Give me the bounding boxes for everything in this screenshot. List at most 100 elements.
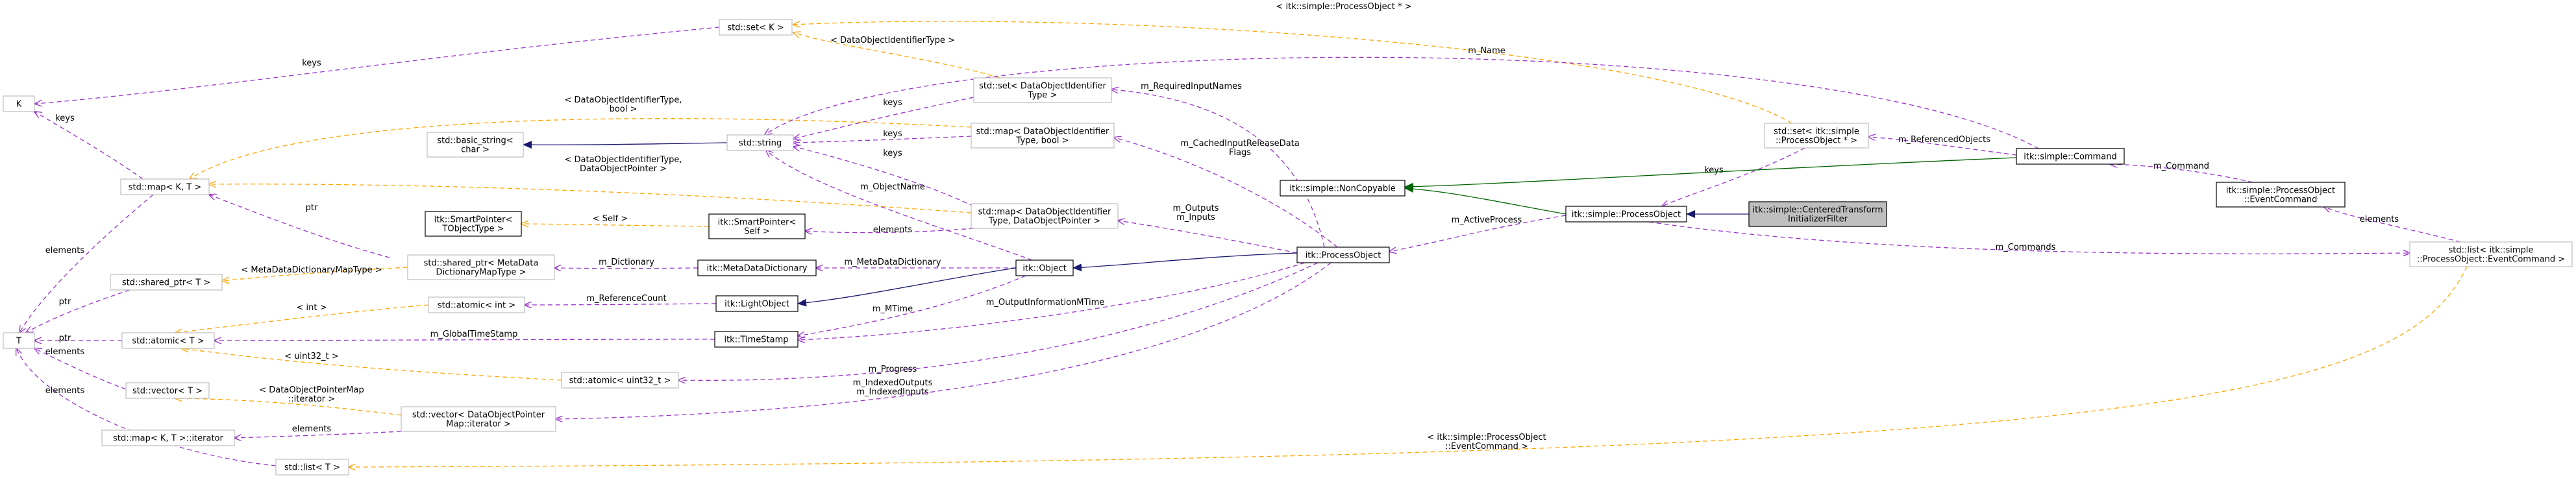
node-box bbox=[1296, 247, 1390, 263]
edge-e-map-dop-keys: keys bbox=[793, 147, 974, 207]
edge-e-t-ptr2: ptr bbox=[34, 333, 122, 343]
edge-line bbox=[765, 56, 2039, 149]
node-label: std::atomic< uint32_t > bbox=[569, 376, 671, 386]
edge-label: m_ActiveProcess bbox=[1452, 215, 1522, 225]
edge-line bbox=[1648, 221, 2410, 254]
node-box bbox=[715, 295, 799, 312]
node-label: itk::simple::ProcessObject bbox=[2226, 186, 2335, 196]
node-map-doit-dop: std::map< DataObjectIdentifierType, Data… bbox=[971, 203, 1119, 229]
node-sp-tobj[interactable]: itk::SmartPointer<TObjectType > bbox=[425, 211, 522, 237]
edge-label: m_Outputs bbox=[1172, 204, 1219, 213]
edge-e-globalts: m_GlobalTimeStamp bbox=[214, 330, 715, 341]
node-box bbox=[2409, 241, 2573, 267]
edge-label: m_Name bbox=[1468, 46, 1505, 56]
node-box bbox=[427, 132, 524, 158]
edge-line bbox=[1111, 90, 1325, 248]
edge-line bbox=[798, 275, 1026, 336]
edge-e-u32: < uint32_t > bbox=[182, 348, 562, 381]
node-label: InitializerFilter bbox=[1788, 215, 1848, 224]
node-box bbox=[1280, 180, 1406, 197]
edge-e-commands: m_Commands bbox=[1648, 221, 2410, 254]
node-object[interactable]: itk::Object bbox=[1015, 259, 1074, 276]
node-noncopyable[interactable]: itk::simple::NonCopyable bbox=[1280, 180, 1406, 197]
node-vector-t: std::vector< T > bbox=[125, 382, 210, 399]
node-label: Type, bool > bbox=[1016, 136, 1069, 146]
edge-label: m_GlobalTimeStamp bbox=[430, 330, 518, 339]
node-label: std::set< DataObjectIdentifier bbox=[979, 82, 1106, 91]
node-label: itk::simple::Command bbox=[2024, 152, 2116, 162]
node-process-object[interactable]: itk::ProcessObject bbox=[1296, 247, 1390, 263]
edge-line bbox=[35, 27, 720, 104]
edge-line bbox=[793, 147, 974, 207]
edge-e-progress: m_Progress bbox=[678, 262, 1319, 380]
node-label: itk::simple::CenteredTransform bbox=[1752, 206, 1883, 215]
node-label: std::basic_string< bbox=[437, 136, 513, 146]
node-label: std::set< itk::simple bbox=[1774, 127, 1859, 137]
node-label: T bbox=[16, 337, 21, 346]
node-box bbox=[401, 406, 556, 432]
node-atomic-int: std::atomic< int > bbox=[428, 296, 525, 313]
edge-label: DataObjectPointer > bbox=[580, 164, 667, 174]
node-label: ::ProcessObject::EventCommand > bbox=[2417, 255, 2565, 265]
edge-label: elements bbox=[45, 246, 85, 256]
edge-label: m_Progress bbox=[869, 365, 917, 374]
edge-label: < MetaDataDictionaryMapType > bbox=[241, 265, 382, 275]
node-event-command[interactable]: itk::simple::ProcessObject::EventCommand bbox=[2216, 182, 2346, 208]
edge-inh-po-simple bbox=[1404, 185, 1567, 215]
node-label: std::string bbox=[739, 139, 782, 149]
edge-e-t-elements-2: elements bbox=[34, 347, 127, 390]
node-centered[interactable]: itk::simple::CenteredTransformInitialize… bbox=[1748, 201, 1887, 227]
node-label: std::atomic< T > bbox=[132, 337, 204, 346]
edge-line bbox=[175, 304, 429, 333]
node-label: itk::TimeStamp bbox=[724, 335, 788, 345]
node-timestamp[interactable]: itk::TimeStamp bbox=[714, 331, 799, 348]
edge-e-keys-po: keys bbox=[1662, 147, 1805, 206]
edge-line bbox=[678, 262, 1319, 380]
node-label: std::vector< DataObjectPointer bbox=[412, 411, 545, 420]
edge-label: < itk::simple::ProcessObject bbox=[1427, 433, 1546, 442]
edge-label: m_MTime bbox=[873, 304, 913, 314]
node-sp-self[interactable]: itk::SmartPointer<Self > bbox=[708, 213, 806, 239]
node-box bbox=[708, 213, 806, 239]
node-metadata-dict[interactable]: itk::MetaDataDictionary bbox=[697, 259, 817, 276]
edge-line bbox=[349, 266, 2468, 467]
node-box bbox=[275, 459, 349, 476]
node-box bbox=[425, 211, 522, 237]
edge-e-set-doit-keys: keys bbox=[793, 97, 974, 139]
edge-line bbox=[1114, 138, 1338, 248]
edge-e-shared-md-tpl: < MetaDataDictionaryMapType > bbox=[222, 265, 408, 281]
edge-label: elements bbox=[45, 386, 85, 396]
node-label: itk::LightObject bbox=[724, 300, 789, 309]
edge-e-sp-self: < Self > bbox=[521, 214, 710, 226]
edge-label: < uint32_t > bbox=[284, 352, 338, 361]
edge-label: < DataObjectIdentifierType > bbox=[830, 36, 955, 45]
node-label: std::set< K > bbox=[727, 23, 784, 33]
edge-e-m-command: m_Command bbox=[2110, 162, 2253, 183]
edge-line bbox=[26, 289, 130, 333]
edge-line bbox=[34, 112, 143, 180]
node-label: DictionaryMapType > bbox=[436, 268, 526, 278]
node-box bbox=[428, 296, 525, 313]
edge-e-int: < int > bbox=[175, 303, 429, 333]
node-box bbox=[2216, 182, 2346, 208]
edge-line bbox=[554, 268, 699, 269]
node-simple-po[interactable]: itk::simple::ProcessObject bbox=[1565, 206, 1687, 223]
node-light-object[interactable]: itk::LightObject bbox=[715, 295, 799, 312]
edge-e-t-elements-3: elements bbox=[16, 348, 277, 466]
edge-label: < DataObjectIdentifierType, bbox=[565, 155, 682, 165]
node-label: itk::Object bbox=[1022, 264, 1066, 274]
node-box bbox=[726, 134, 794, 151]
edge-label: m_CachedInputReleaseData bbox=[1180, 139, 1299, 149]
edge-label: m_ReferencedObjects bbox=[1898, 135, 1990, 145]
node-label: std::map< DataObjectIdentifier bbox=[978, 208, 1111, 217]
node-box bbox=[121, 332, 215, 349]
node-box bbox=[973, 77, 1112, 103]
edge-label: m_OutputInformationMTime bbox=[986, 298, 1105, 307]
node-list-ec: std::list< itk::simple::ProcessObject::E… bbox=[2409, 241, 2573, 267]
edge-line bbox=[209, 184, 972, 213]
node-command[interactable]: itk::simple::Command bbox=[2016, 148, 2125, 165]
edge-e-ptr: ptr bbox=[209, 195, 390, 258]
